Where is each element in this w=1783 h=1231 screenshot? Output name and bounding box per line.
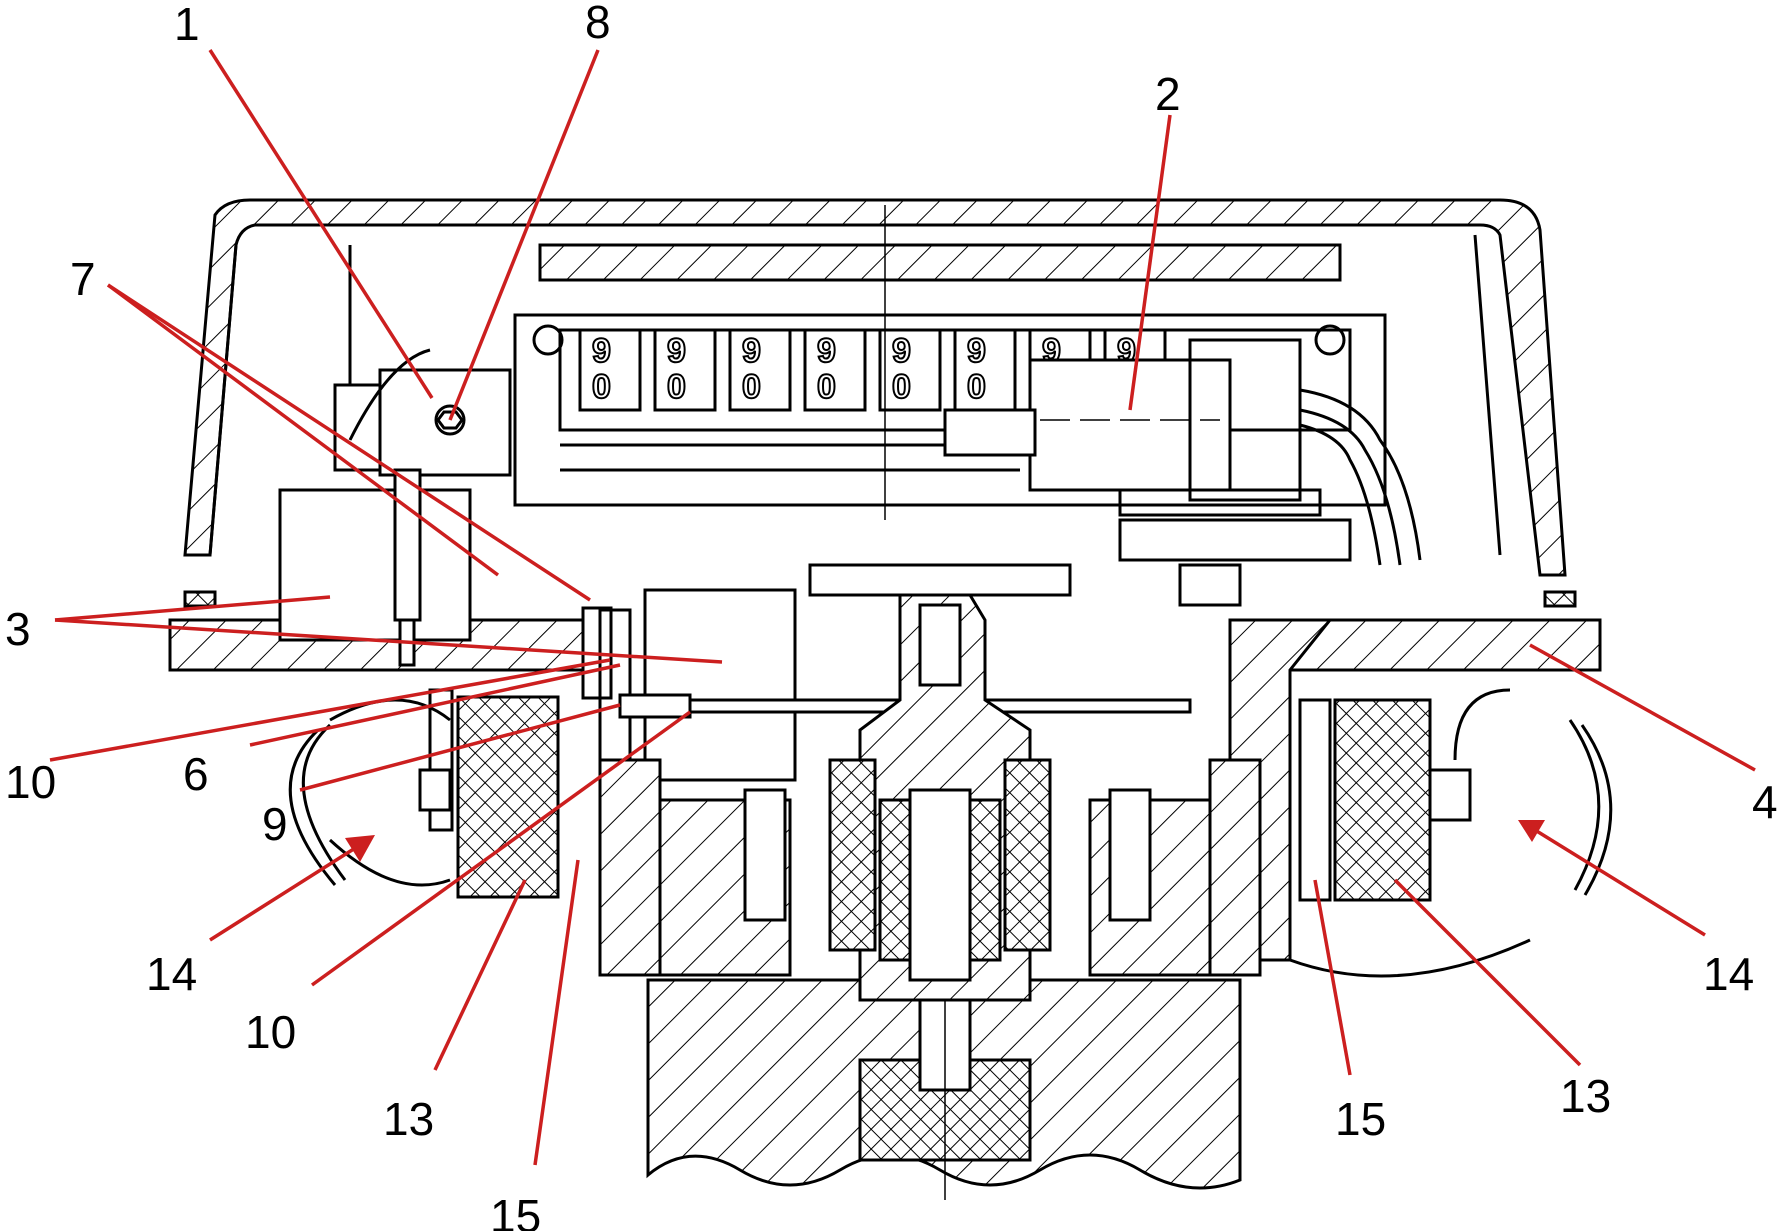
leader-8 <box>448 49 600 421</box>
callout-6: 6 <box>183 748 209 800</box>
svg-text:0: 0 <box>592 368 611 406</box>
counter-wheels: 9 0 9 0 9 0 9 0 9 0 9 0 9 <box>578 328 1167 412</box>
svg-text:0: 0 <box>667 368 686 406</box>
leader-10a <box>49 658 611 762</box>
svg-text:0: 0 <box>817 368 836 406</box>
leader-1 <box>208 49 434 399</box>
drive-module <box>943 338 1422 566</box>
arrowhead-14a <box>345 835 375 862</box>
leader-15a <box>533 859 580 1166</box>
right-rotation-arc <box>1568 719 1613 896</box>
callout-3: 3 <box>5 603 31 655</box>
svg-text:9: 9 <box>742 332 761 370</box>
callout-4: 4 <box>1752 776 1778 828</box>
leader-14a <box>209 843 361 942</box>
right-coil <box>1289 688 1531 978</box>
callout-14-left: 14 <box>146 948 197 1000</box>
callout-9: 9 <box>262 798 288 850</box>
callout-10-upper: 10 <box>5 756 56 808</box>
callout-10-lower: 10 <box>245 1006 296 1058</box>
housing-cover <box>183 198 1567 577</box>
leader-3a <box>54 595 331 622</box>
leader-2 <box>1128 114 1172 411</box>
svg-text:9: 9 <box>592 332 611 370</box>
counter-wheel: 9 0 <box>803 328 867 412</box>
left-rotation-arc <box>288 723 347 886</box>
left-coil <box>328 688 560 899</box>
leader-9 <box>299 703 621 792</box>
svg-text:0: 0 <box>967 368 986 406</box>
callout-14-right: 14 <box>1703 948 1754 1000</box>
leader-4 <box>1529 643 1756 772</box>
callout-15-left: 15 <box>490 1190 541 1231</box>
central-rotor <box>828 593 1052 1200</box>
leader-15b <box>1313 879 1352 1076</box>
leader-14b <box>1534 828 1706 937</box>
svg-text:9: 9 <box>817 332 836 370</box>
svg-text:0: 0 <box>742 368 761 406</box>
callout-8: 8 <box>585 0 611 48</box>
top-plate <box>538 243 1342 282</box>
leader-3b <box>54 618 723 664</box>
callout-labels: 1 8 2 7 3 10 6 9 14 10 13 15 4 14 13 15 <box>5 0 1778 1231</box>
callout-7: 7 <box>70 253 96 305</box>
svg-text:9: 9 <box>667 332 686 370</box>
counter-wheel: 9 0 <box>878 328 942 412</box>
counter-wheel: 9 0 <box>653 328 717 412</box>
svg-text:9: 9 <box>892 332 911 370</box>
leader-lines <box>49 49 1756 1166</box>
callout-15-right: 15 <box>1335 1093 1386 1145</box>
counter-wheel: 9 0 <box>953 328 1017 412</box>
counter-wheel: 9 0 <box>578 328 642 412</box>
leader-7a <box>106 283 500 577</box>
callout-13-left: 13 <box>383 1093 434 1145</box>
callout-13-right: 13 <box>1560 1070 1611 1122</box>
lower-body <box>598 758 1262 1190</box>
callout-2: 2 <box>1155 68 1181 120</box>
counter-wheel: 9 0 <box>728 328 792 412</box>
arrowhead-14b <box>1518 820 1545 842</box>
sensor-block <box>598 588 797 782</box>
callout-1: 1 <box>174 0 200 50</box>
svg-text:9: 9 <box>967 332 986 370</box>
leader-13a <box>433 879 527 1071</box>
gear-train <box>808 488 1352 607</box>
leader-7b <box>107 283 591 602</box>
leader-10b <box>310 710 692 987</box>
leader-6 <box>249 663 621 747</box>
leader-13b <box>1393 878 1582 1067</box>
svg-text:0: 0 <box>892 368 911 406</box>
